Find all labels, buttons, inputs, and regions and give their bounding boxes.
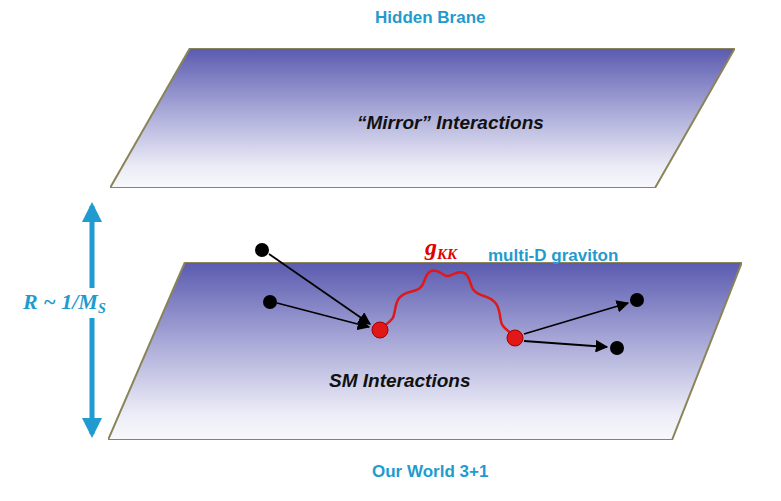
- hidden-brane-plane: Hidden Brane“Mirror” Interactions: [110, 48, 735, 188]
- particle-dot: [255, 243, 269, 257]
- vertex-dot: [372, 322, 388, 338]
- outgoing-particle: [524, 341, 607, 347]
- graviton-wave: [380, 271, 515, 338]
- plane-outline: [108, 262, 742, 440]
- outgoing-particle: [524, 303, 628, 334]
- plane-text: “Mirror” Interactions: [357, 112, 544, 134]
- distance-label: R ~ 1/MS: [20, 288, 109, 318]
- particle-dot: [610, 341, 624, 355]
- our-world-plane: SM InteractionsOur World 3+1: [108, 262, 742, 440]
- plane-heading: Hidden Brane: [375, 8, 486, 28]
- subscript: S: [98, 301, 106, 316]
- vertex-dot: [507, 330, 523, 346]
- graviton-symbol: gKK: [425, 234, 457, 263]
- graviton-letter: g: [425, 234, 437, 260]
- plane-text: SM Interactions: [329, 370, 470, 392]
- distance-arrow: [90, 206, 95, 434]
- particle-dot: [263, 295, 277, 309]
- graviton-label: multi-D graviton: [488, 246, 618, 266]
- incoming-particle: [277, 303, 369, 327]
- particle-dot: [630, 293, 644, 307]
- plane-heading: Our World 3+1: [372, 462, 488, 482]
- distance-formula: R ~ 1/M: [23, 289, 98, 314]
- subscript: KK: [437, 246, 457, 262]
